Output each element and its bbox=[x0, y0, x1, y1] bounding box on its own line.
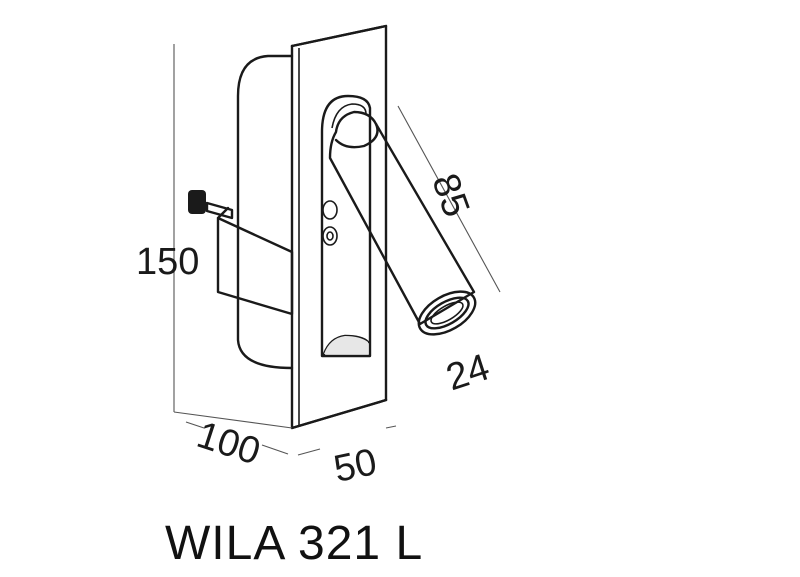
front-plate bbox=[290, 24, 388, 430]
back-housing bbox=[236, 54, 294, 370]
mounting-bracket bbox=[216, 206, 294, 316]
head-diameter-label: 24 bbox=[441, 346, 494, 399]
spotlight-arm bbox=[328, 110, 477, 336]
screw-icon bbox=[188, 190, 234, 220]
recess-slot bbox=[320, 94, 372, 358]
depth-dimension: 100 bbox=[185, 414, 289, 473]
arm-length-dimension: 85 bbox=[397, 105, 501, 293]
width-dimension: 50 bbox=[297, 425, 397, 491]
width-label: 50 bbox=[330, 441, 380, 491]
height-dimension: 150 bbox=[136, 44, 293, 429]
switch-icon bbox=[322, 200, 338, 246]
product-model-name: WILA 321 L bbox=[165, 517, 424, 570]
lamp-head bbox=[417, 290, 477, 336]
arm-length-label: 85 bbox=[423, 168, 477, 222]
height-label: 150 bbox=[136, 241, 199, 283]
head-diameter-dimension: 24 bbox=[441, 346, 494, 399]
